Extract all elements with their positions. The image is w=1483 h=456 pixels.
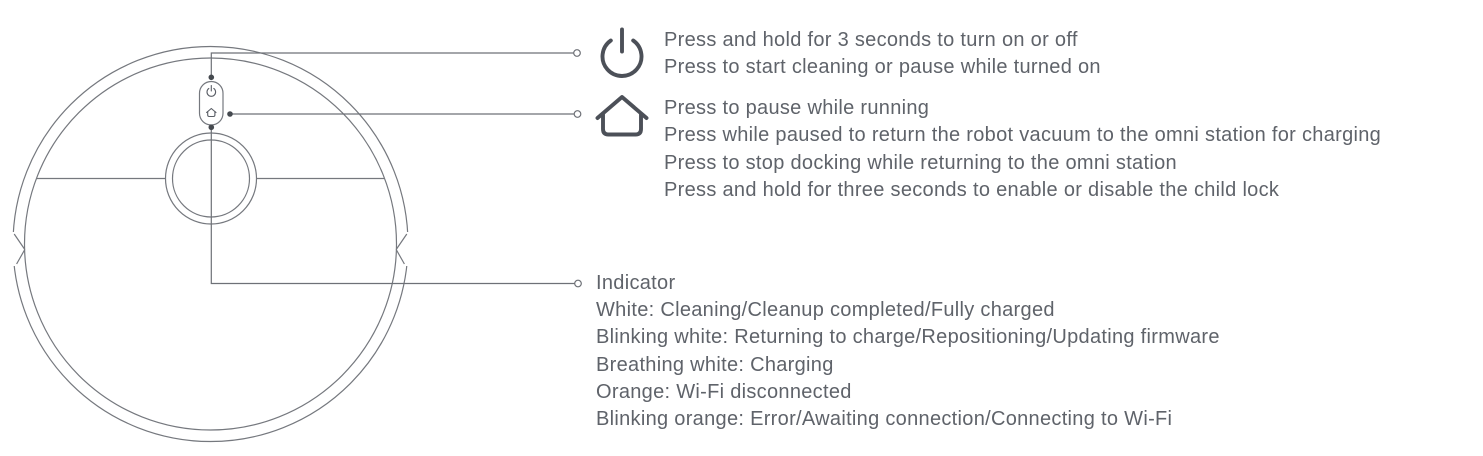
- home-button-description: Press to pause while running Press while…: [664, 95, 1381, 205]
- description-line: Press to start cleaning or pause while t…: [664, 55, 1101, 78]
- description-line: Press to stop docking while returning to…: [664, 151, 1177, 174]
- bumper-notch-gaps: [10, 232, 411, 266]
- home-icon: [595, 95, 649, 137]
- description-line: Press and hold for 3 seconds to turn on …: [664, 28, 1078, 51]
- description-line: Press and hold for three seconds to enab…: [664, 179, 1280, 202]
- description-line: Blinking orange: Error/Awaiting connecti…: [596, 408, 1173, 431]
- description-line: White: Cleaning/Cleanup completed/Fully …: [596, 298, 1055, 321]
- indicator-title: Indicator: [596, 271, 676, 294]
- description-line: Press while paused to return the robot v…: [664, 124, 1382, 147]
- leader-end-circle-power: [573, 49, 581, 57]
- power-button-description: Press and hold for 3 seconds to turn on …: [664, 27, 1101, 82]
- panel-power-icon: [206, 85, 217, 97]
- robot-inner-ring: [23, 57, 398, 431]
- callout-line-power: [210, 52, 574, 77]
- bumper-notch-left: [13, 233, 26, 265]
- callout-line-indicator: [210, 127, 575, 285]
- anchor-dot-indicator: [208, 124, 215, 131]
- leader-end-circle-indicator: [574, 279, 582, 288]
- panel-home-icon: [206, 107, 217, 118]
- power-icon: [600, 27, 644, 78]
- leader-end-circle-home: [573, 110, 582, 118]
- anchor-dot-power: [208, 74, 215, 81]
- indicator-description: Indicator White: Cleaning/Cleanup comple…: [596, 270, 1220, 434]
- description-line: Breathing white: Charging: [596, 353, 834, 376]
- description-line: Blinking white: Returning to charge/Repo…: [596, 326, 1220, 349]
- description-line: Orange: Wi-Fi disconnected: [596, 381, 852, 404]
- bumper-notch-right: [395, 233, 408, 265]
- description-line: Press to pause while running: [664, 97, 930, 119]
- anchor-dot-home: [227, 111, 233, 117]
